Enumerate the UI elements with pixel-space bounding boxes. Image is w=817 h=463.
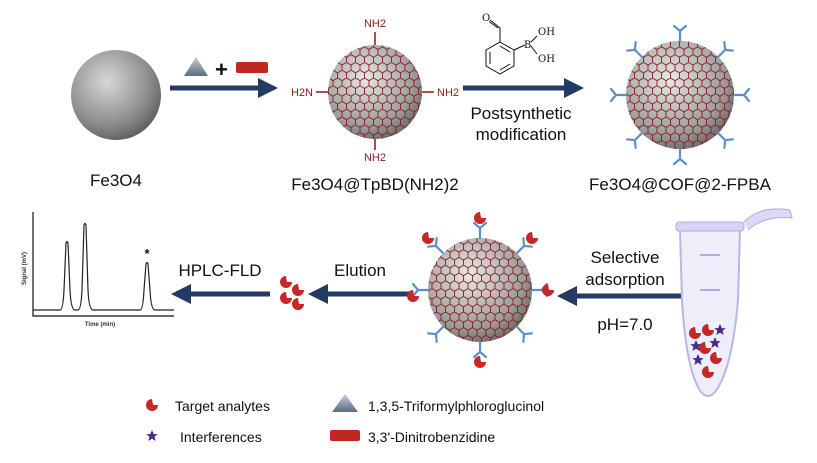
boron-atom: B	[524, 40, 531, 51]
interference-star-icon	[146, 430, 158, 441]
legend-label-interferences: Interferences	[180, 429, 262, 445]
chromatogram: * Signal (mV) Time (min)	[22, 212, 174, 328]
peak-marker: *	[144, 246, 150, 261]
amine-label: Fe3O4@TpBD(NH2)2	[291, 175, 458, 194]
aldehyde-o: O	[482, 13, 490, 24]
amine-cof-sphere	[316, 32, 434, 150]
legend-triangle-icon	[332, 394, 358, 412]
h2n-left: H2N	[291, 87, 313, 99]
triangle-icon	[184, 57, 208, 76]
adsorption-line1: Selective	[591, 248, 660, 267]
step2-line2: modification	[476, 125, 567, 144]
plus-sign: +	[215, 57, 228, 82]
nh2-top: NH2	[364, 18, 386, 30]
fe3o4-core-sphere	[71, 50, 161, 140]
ph-label: pH=7.0	[597, 315, 652, 334]
eluted-analytes	[280, 276, 304, 310]
legend-label-analytes: Target analytes	[175, 398, 270, 414]
nh2-bottom: NH2	[364, 152, 386, 164]
adsorption-line2: adsorption	[585, 270, 664, 289]
nh2-right: NH2	[437, 87, 459, 99]
legend-label-dinitrobenzidine: 3,3'-Dinitrobenzidine	[368, 429, 495, 445]
elution-label: Elution	[334, 261, 386, 280]
step2-line1: Postsynthetic	[470, 104, 572, 123]
oh-bottom: OH	[538, 54, 555, 65]
core-label: Fe3O4	[90, 171, 142, 190]
legend-red-bar-icon	[330, 430, 360, 441]
chromatogram-xlabel: Time (min)	[85, 322, 115, 328]
loaded-sphere	[407, 212, 554, 368]
fpba-molecule	[485, 19, 538, 75]
red-bar-icon	[236, 62, 268, 73]
centrifuge-tube	[675, 208, 793, 397]
product-label: Fe3O4@COF@2-FPBA	[589, 175, 772, 194]
oh-top: OH	[538, 27, 555, 38]
legend-label-triformyl: 1,3,5-Triformylphloroglucinol	[368, 398, 544, 414]
chromatogram-ylabel: Signal (mV)	[22, 252, 28, 285]
target-analyte-icon	[146, 399, 158, 411]
product-sphere	[609, 24, 751, 166]
hplc-label: HPLC-FLD	[178, 261, 261, 280]
